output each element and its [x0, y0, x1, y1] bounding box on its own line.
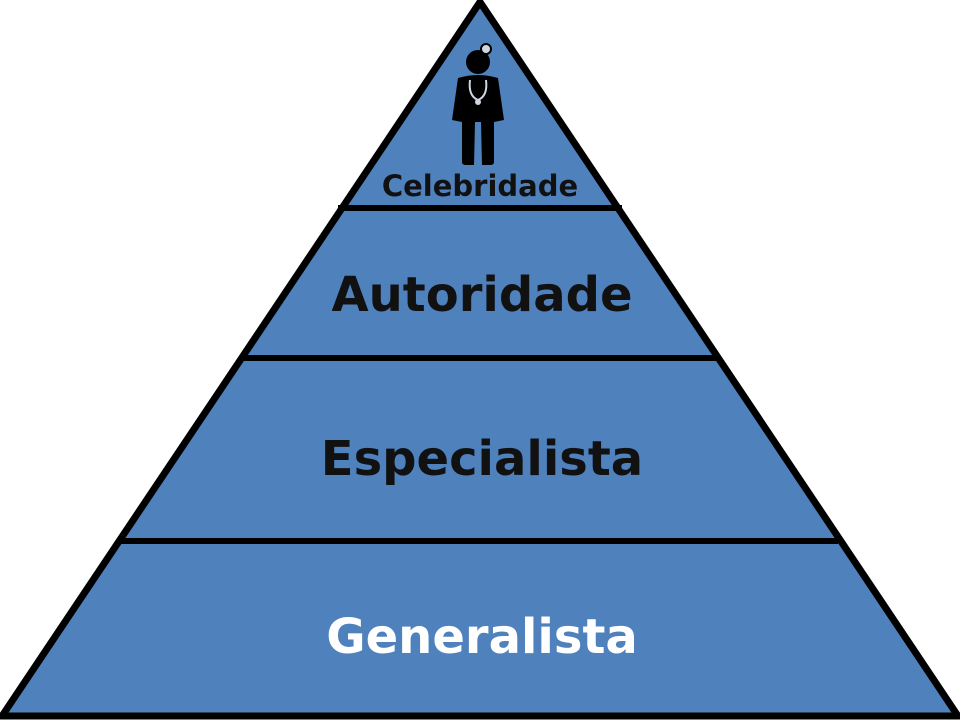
doctor-with-stethoscope-icon	[452, 43, 504, 165]
tier-label-celebridade: Celebridade	[382, 169, 578, 203]
tier-label-autoridade: Autoridade	[331, 267, 632, 323]
tier-label-generalista: Generalista	[326, 609, 638, 665]
tier-label-especialista: Especialista	[321, 431, 643, 487]
